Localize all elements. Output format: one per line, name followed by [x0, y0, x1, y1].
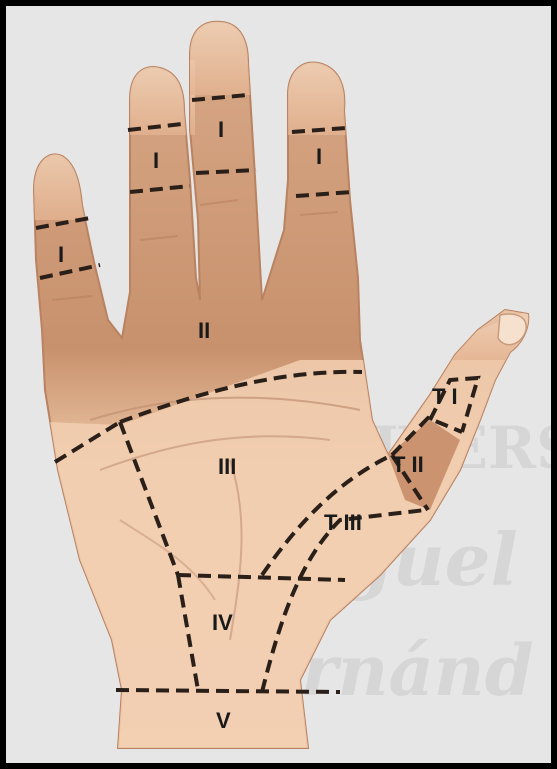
zone-label-index-finger: I [316, 144, 322, 169]
zone-label-middle-finger: I [218, 117, 224, 142]
zone-label-thumb-tip: T I [432, 384, 458, 409]
zone-label-little-finger: I [58, 242, 64, 267]
zone-label-ring-finger: I [153, 148, 159, 173]
zone-label-wrist: V [216, 708, 231, 733]
zone-label-thumb-middle: T II [392, 452, 424, 477]
zone-label-palm-lower: IV [212, 610, 233, 635]
zone-label-palm-upper: II [198, 318, 210, 343]
zone-label-palm-center: III [218, 454, 236, 479]
zone-label-thumb-base: T III [324, 510, 362, 535]
